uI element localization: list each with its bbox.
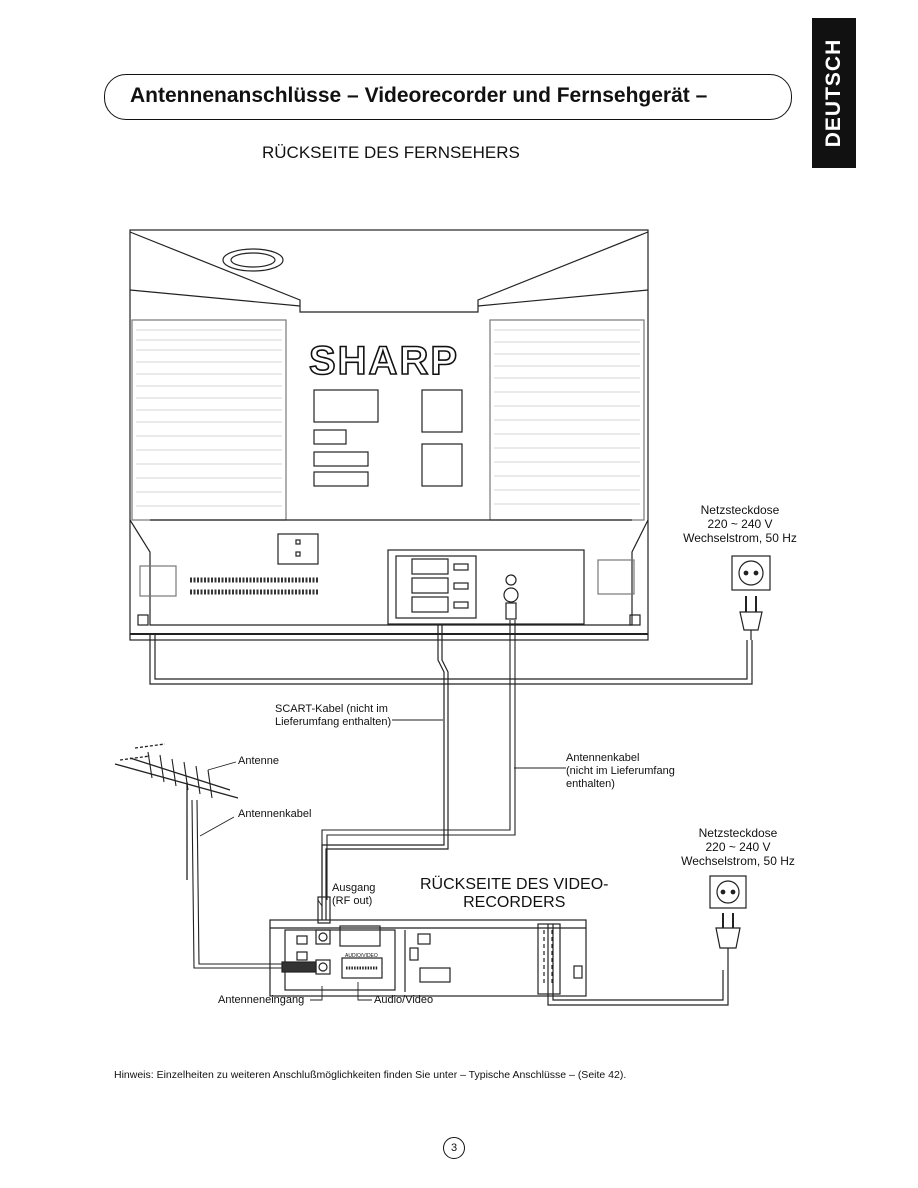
vcr-rear-heading-line1: RÜCKSEITE DES VIDEO- <box>420 876 609 893</box>
audio-video-label: Audio/Video <box>374 994 434 1006</box>
title-frame <box>104 74 792 120</box>
tv-rear-heading: RÜCKSEITE DES FERNSEHERS <box>262 143 520 162</box>
tv-power-label-line2: 220 ~ 240 V <box>707 517 773 531</box>
scart-cable-label: SCART-Kabel (nicht im Lieferumfang entha… <box>275 703 391 729</box>
scart-cable-label-line1: SCART-Kabel (nicht im <box>275 703 388 715</box>
vcr-power-label-line1: Netzsteckdose <box>698 826 778 840</box>
tv-power-label-line3: Wechselstrom, 50 Hz <box>683 531 797 545</box>
vcr-rear-heading: RÜCKSEITE DES VIDEO- RECORDERS <box>420 876 608 912</box>
vcr-rf-out-socket <box>318 932 328 942</box>
scart-cable-label-line2: Lieferumfang enthalten) <box>275 716 392 728</box>
tv-power-socket <box>731 555 771 640</box>
tv-vent-oval <box>222 248 284 272</box>
antenna-input-label: Antenneneingang <box>218 994 305 1006</box>
vcr-power-label-line3: Wechselstrom, 50 Hz <box>681 854 795 868</box>
antenna-mast <box>114 743 239 880</box>
vcr-rear-heading-line2: RECORDERS <box>463 894 566 911</box>
scart-socket-2 <box>411 577 449 594</box>
tv-rear: SHARP <box>129 229 649 641</box>
vcr-antenna-in-socket <box>318 962 328 972</box>
tv-power-label-line1: Netzsteckdose <box>700 503 780 517</box>
rf-out-label-line1: Ausgang <box>332 882 376 894</box>
rf-out-label: Ausgang (RF out) <box>332 882 375 908</box>
sharp-logo: SHARP <box>309 339 459 383</box>
vcr-power-label-line2: 220 ~ 240 V <box>705 840 771 854</box>
language-tab: DEUTSCH <box>812 18 856 168</box>
tv-power-label: Netzsteckdose 220 ~ 240 V Wechselstrom, … <box>672 503 808 545</box>
antenna-cable-tv-label-line3: enthalten) <box>566 778 615 790</box>
vcr-power-label: Netzsteckdose 220 ~ 240 V Wechselstrom, … <box>670 826 806 868</box>
scart-socket-3 <box>411 596 449 613</box>
vcr-port-label-audio-video: AUDIO/VIDEO <box>345 953 378 959</box>
antenna-cable-label: Antennenkabel <box>238 808 312 820</box>
page-title: Antennenanschlüsse – Videorecorder und F… <box>130 84 708 107</box>
antenna-label: Antenne <box>238 755 279 767</box>
antenna-cable-tv-label-line2: (nicht im Lieferumfang <box>566 765 675 777</box>
vcr-rear <box>269 919 587 997</box>
vcr-power-socket <box>709 875 747 970</box>
antenna-cable-tv-label-line1: Antennenkabel <box>566 752 640 764</box>
rf-out-label-line2: (RF out) <box>332 895 373 907</box>
note-text: Hinweis: Einzelheiten zu weiteren Anschl… <box>114 1069 627 1081</box>
scart-socket-1 <box>411 558 449 575</box>
antenna-cable-tv-label: Antennenkabel (nicht im Lieferumfang ent… <box>566 752 675 791</box>
tv-service-socket <box>277 533 319 565</box>
vcr-scart-socket <box>341 957 383 979</box>
tv-antenna-socket <box>505 574 517 586</box>
page-number: 3 <box>443 1137 465 1159</box>
